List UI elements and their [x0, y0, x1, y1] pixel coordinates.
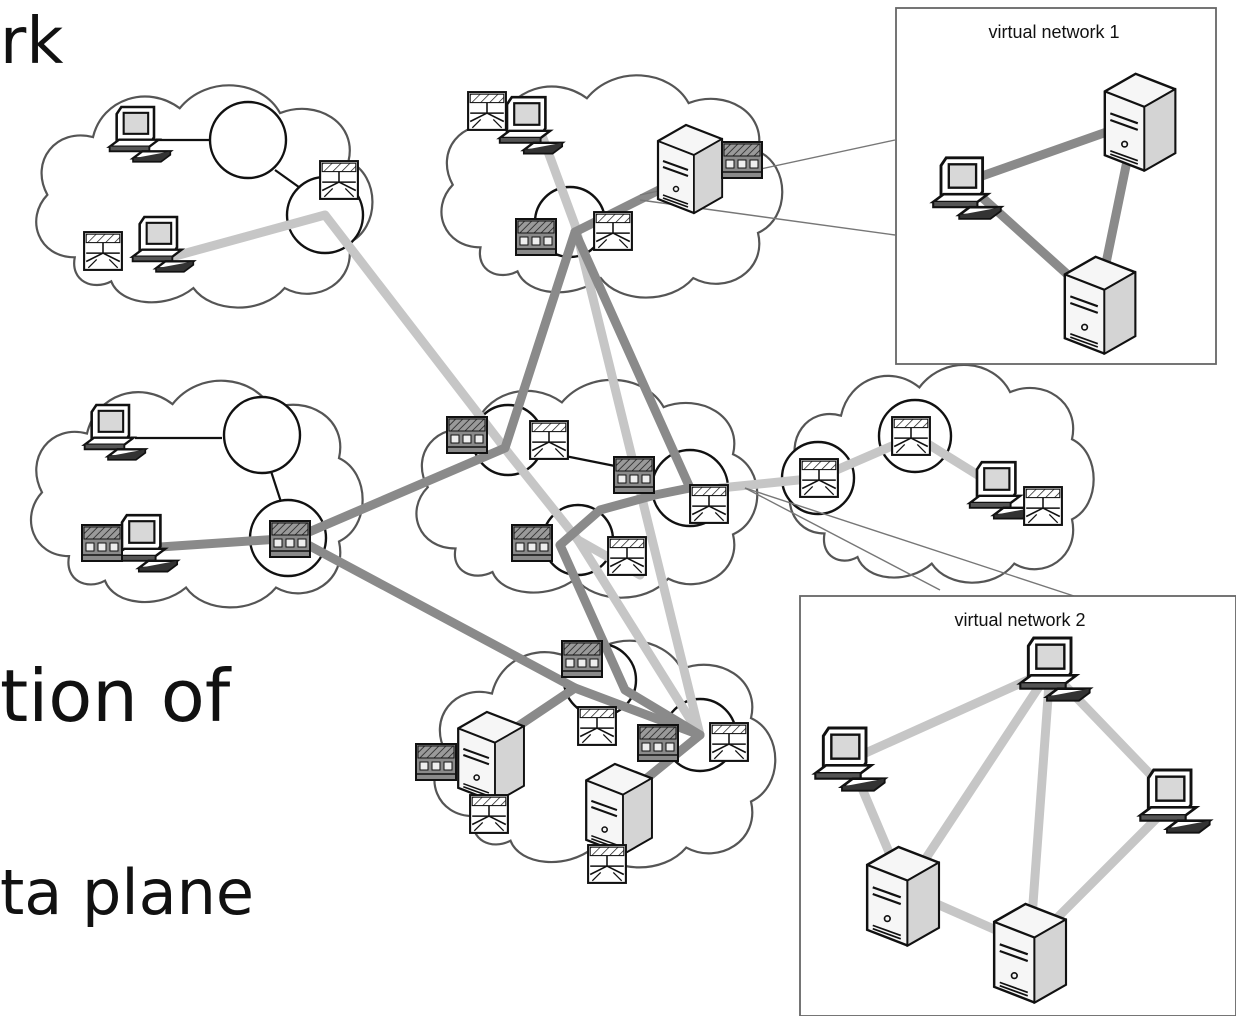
virtual-router-icon	[528, 419, 570, 461]
virtual-router-icon	[586, 843, 628, 885]
virtual-router-icon	[468, 793, 510, 835]
virtual-switch-icon	[510, 523, 554, 563]
virtual-router-icon	[592, 210, 634, 252]
virtual-switch-icon	[636, 723, 680, 763]
virtual-router-icon	[606, 535, 648, 577]
slide-text-fragment-middle: tion of	[0, 654, 231, 738]
virtual-switch-icon	[560, 639, 604, 679]
virtual-switch-icon	[415, 743, 457, 781]
server-icon	[1103, 72, 1177, 172]
vn2-link	[163, 210, 705, 740]
physical-node	[222, 395, 302, 475]
inset-virtual-network-1: virtual network 1	[895, 7, 1217, 365]
virtual-router-icon	[708, 721, 750, 763]
server-icon	[456, 710, 526, 804]
callout-line	[744, 487, 1081, 599]
physical-node	[208, 100, 288, 180]
inset-title: virtual network 2	[954, 610, 1085, 630]
virtual-switch-icon	[514, 217, 558, 257]
virtual-router-icon	[82, 230, 124, 272]
server-icon	[1063, 255, 1137, 355]
server-icon	[656, 123, 724, 215]
cloud-domain-middle-left	[29, 379, 364, 609]
inset-title: virtual network 1	[988, 22, 1119, 42]
slide-text-fragment-top: rk	[0, 5, 64, 79]
vn2-link	[845, 665, 1055, 765]
callout-lines-vn2	[744, 487, 1081, 599]
virtual-router-icon	[576, 705, 618, 747]
server-icon	[865, 845, 941, 947]
virtual-router-icon	[688, 483, 730, 525]
virtual-switch-icon	[445, 415, 489, 455]
vn1-inset-links	[961, 117, 1140, 307]
virtual-router-icon	[798, 457, 840, 499]
inset-virtual-network-2: virtual network 2	[799, 595, 1236, 1017]
virtual-switch-icon	[80, 523, 124, 563]
virtual-switch-icon	[613, 456, 655, 494]
virtual-router-icon	[1022, 485, 1064, 527]
vn2-link	[900, 665, 1055, 895]
virtual-switch-icon	[721, 141, 763, 179]
virtual-switch-icon	[268, 519, 312, 559]
virtual-router-icon	[318, 159, 360, 201]
slide-text-fragment-bottom: ta plane	[0, 856, 255, 929]
vn2-link	[1025, 665, 1055, 950]
vn2-link	[535, 125, 705, 740]
vn2-link	[715, 431, 1015, 500]
callout-line	[744, 487, 941, 591]
server-icon	[584, 762, 654, 856]
virtual-router-icon	[890, 415, 932, 457]
server-icon	[992, 902, 1068, 1004]
virtual-router-icon	[466, 90, 508, 132]
